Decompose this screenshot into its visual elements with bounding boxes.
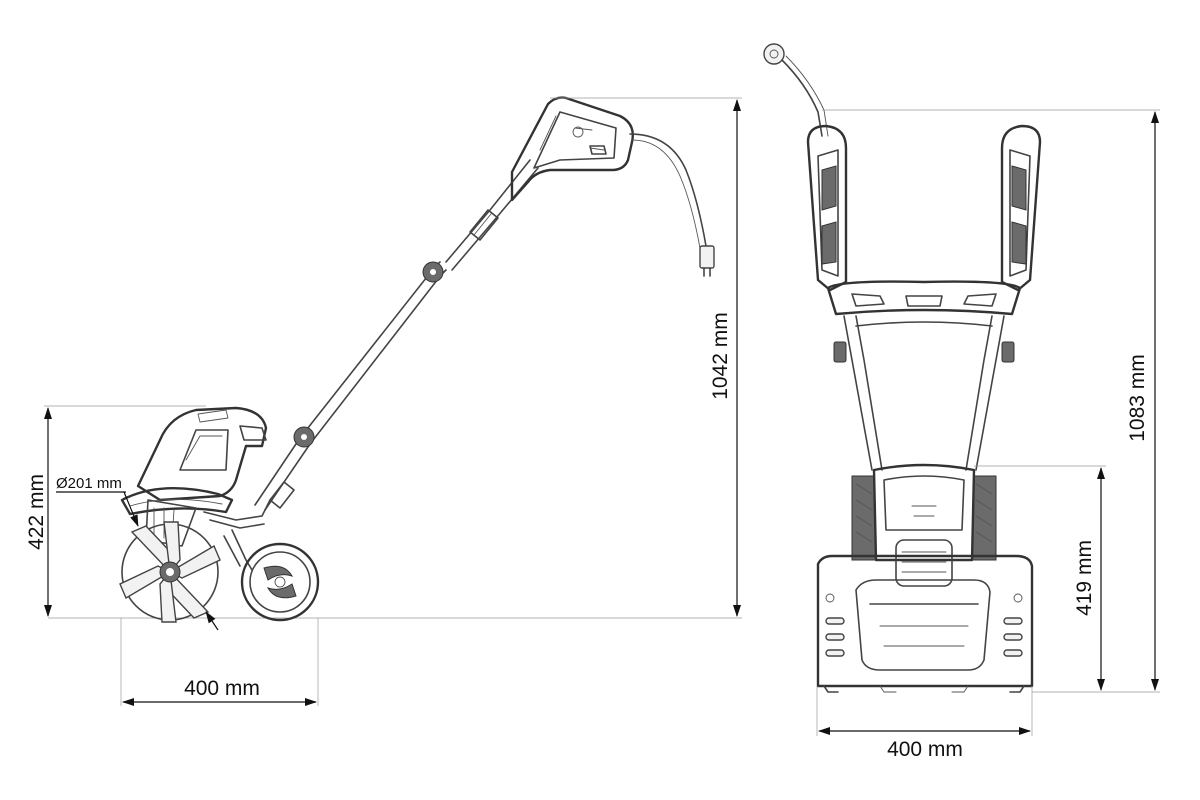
dim-label-tine-diameter: Ø201 mm: [56, 475, 122, 492]
side-wheel: [240, 542, 320, 622]
front-power-cord: [763, 43, 829, 137]
side-adjust-knob-lower: [293, 426, 315, 448]
dim-label-front-body-height: 419 mm: [1073, 540, 1096, 616]
side-dimensions: 1042 mm 422 mm Ø201 mm 400 mm: [25, 97, 742, 706]
front-left-wheel: [851, 475, 877, 561]
side-handle-grip: [510, 96, 634, 202]
side-adjust-knob-upper: [422, 261, 444, 283]
front-right-wheel: [971, 475, 997, 561]
dim-label-front-height: 1083 mm: [1126, 354, 1149, 442]
dim-label-side-height: 1042 mm: [709, 312, 732, 400]
front-right-grip: [1000, 124, 1042, 292]
front-handle-crossbar: [826, 280, 1022, 316]
front-motor-body: [872, 463, 976, 587]
side-wheel-frame: [203, 499, 271, 571]
side-motor-housing: [120, 406, 268, 547]
dim-label-side-body-height: 422 mm: [25, 474, 48, 550]
front-tine-shroud: [816, 554, 1034, 693]
side-view-drawing: [48, 96, 742, 623]
front-left-grip: [806, 124, 848, 292]
side-power-cord: [629, 133, 715, 277]
front-view-drawing: [763, 43, 1042, 693]
dim-label-side-width: 400 mm: [184, 677, 260, 700]
side-tines: [119, 521, 221, 623]
side-handle-tube: [254, 159, 539, 511]
dim-label-front-width: 400 mm: [887, 738, 963, 761]
front-frame-tubes: [833, 315, 1015, 471]
front-dimensions: 1083 mm 419 mm 400 mm: [816, 109, 1160, 761]
